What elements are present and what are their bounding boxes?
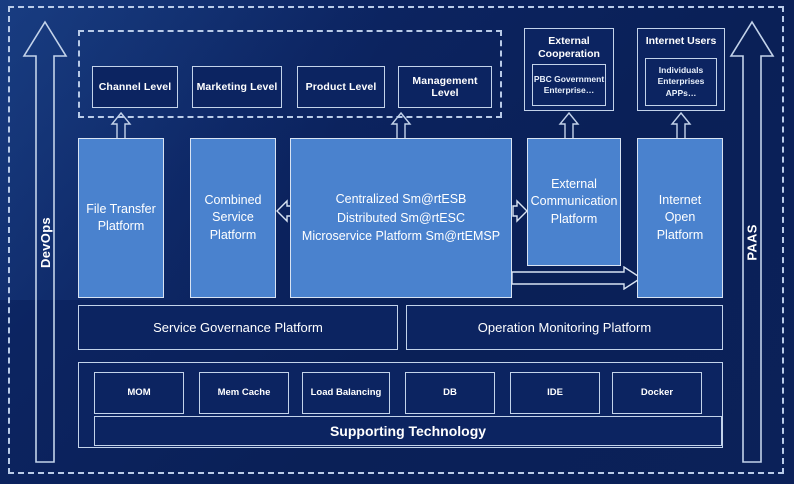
connector-arrow-up-management bbox=[390, 111, 412, 140]
esb-line-microservice: Microservice Platform Sm@rtEMSP bbox=[301, 229, 501, 244]
external-cooperation-detail: PBC Government Enterprise… bbox=[532, 64, 606, 106]
level-box-channel[interactable]: Channel Level bbox=[92, 66, 178, 108]
connector-arrow-right-esb-to-external bbox=[512, 198, 528, 224]
connector-arrow-up-management-shape bbox=[390, 111, 412, 140]
tech-box-db-label: DB bbox=[443, 386, 457, 398]
connector-arrow-right-shape bbox=[512, 199, 528, 223]
platform-combined-service[interactable]: Combined Service Platform bbox=[190, 138, 276, 298]
external-cooperation-title: External Cooperation bbox=[538, 35, 600, 61]
platform-internet-open[interactable]: Internet Open Platform bbox=[637, 138, 723, 298]
internet-users-detail: Individuals Enterprises APPs… bbox=[645, 58, 717, 106]
bar-service-governance[interactable]: Service Governance Platform bbox=[78, 305, 398, 350]
diagram-outer-border bbox=[8, 6, 784, 474]
platform-internet-open-label: Internet Open Platform bbox=[656, 192, 704, 242]
devops-arrow-shape bbox=[22, 20, 68, 463]
consumer-levels-container bbox=[78, 30, 502, 118]
devops-arrow-label: DevOps bbox=[37, 216, 53, 268]
bar-operation-monitoring-label: Operation Monitoring Platform bbox=[477, 320, 652, 335]
tech-box-docker[interactable]: Docker bbox=[612, 372, 702, 414]
paas-arrow-shape bbox=[729, 20, 775, 463]
level-box-channel-label: Channel Level bbox=[98, 81, 172, 93]
platform-external-communication[interactable]: External Communication Platform bbox=[527, 138, 621, 266]
connector-arrow-right-to-internet-open bbox=[511, 265, 643, 291]
tech-box-ide[interactable]: IDE bbox=[510, 372, 600, 414]
bar-operation-monitoring[interactable]: Operation Monitoring Platform bbox=[406, 305, 723, 350]
tech-box-mom-label: MOM bbox=[127, 386, 151, 398]
esb-line-distributed: Distributed Sm@rtESC bbox=[336, 210, 465, 225]
connector-arrow-up-external bbox=[558, 111, 580, 140]
tech-box-load-balancing-label: Load Balancing bbox=[310, 386, 382, 398]
supporting-technology-bar[interactable]: Supporting Technology bbox=[94, 416, 722, 446]
tech-box-load-balancing[interactable]: Load Balancing bbox=[302, 372, 390, 414]
internet-users-title: Internet Users bbox=[645, 35, 717, 47]
internet-users-detail-label: Individuals Enterprises APPs… bbox=[657, 64, 705, 98]
tech-box-mem-cache-label: Mem Cache bbox=[217, 386, 271, 398]
tech-box-mom[interactable]: MOM bbox=[94, 372, 184, 414]
level-box-product[interactable]: Product Level bbox=[297, 66, 385, 108]
paas-arrow-label: PAAS bbox=[744, 223, 760, 261]
level-box-marketing-label: Marketing Level bbox=[196, 81, 278, 93]
tech-box-mem-cache[interactable]: Mem Cache bbox=[199, 372, 289, 414]
tech-box-db[interactable]: DB bbox=[405, 372, 495, 414]
devops-arrow: DevOps bbox=[22, 18, 68, 466]
level-box-management-label: Management Level bbox=[412, 75, 478, 99]
platform-external-communication-label: External Communication Platform bbox=[530, 176, 618, 226]
bar-service-governance-label: Service Governance Platform bbox=[153, 320, 323, 335]
tech-box-ide-label: IDE bbox=[547, 386, 563, 398]
level-box-management[interactable]: Management Level bbox=[398, 66, 492, 108]
platform-file-transfer[interactable]: File Transfer Platform bbox=[78, 138, 164, 298]
level-box-product-label: Product Level bbox=[305, 81, 377, 93]
platform-file-transfer-label: File Transfer Platform bbox=[86, 201, 156, 234]
connector-arrow-up-external-shape bbox=[558, 111, 580, 140]
connector-arrow-up-channel-shape bbox=[110, 111, 132, 140]
paas-arrow: PAAS bbox=[729, 18, 775, 466]
connector-arrow-up-internet-shape bbox=[670, 111, 692, 140]
connector-arrow-right-long-shape bbox=[511, 265, 643, 291]
level-box-marketing[interactable]: Marketing Level bbox=[192, 66, 282, 108]
platform-esb-suite[interactable]: Centralized Sm@rtESB Distributed Sm@rtES… bbox=[290, 138, 512, 298]
tech-box-docker-label: Docker bbox=[640, 386, 674, 398]
connector-arrow-up-channel bbox=[110, 111, 132, 140]
supporting-technology-bar-label: Supporting Technology bbox=[329, 423, 487, 439]
esb-line-centralized: Centralized Sm@rtESB bbox=[335, 191, 467, 206]
external-cooperation-detail-label: PBC Government Enterprise… bbox=[533, 73, 605, 95]
connector-arrow-up-internet bbox=[670, 111, 692, 140]
platform-esb-suite-lines: Centralized Sm@rtESB Distributed Sm@rtES… bbox=[302, 190, 500, 246]
platform-combined-service-label: Combined Service Platform bbox=[204, 192, 262, 242]
